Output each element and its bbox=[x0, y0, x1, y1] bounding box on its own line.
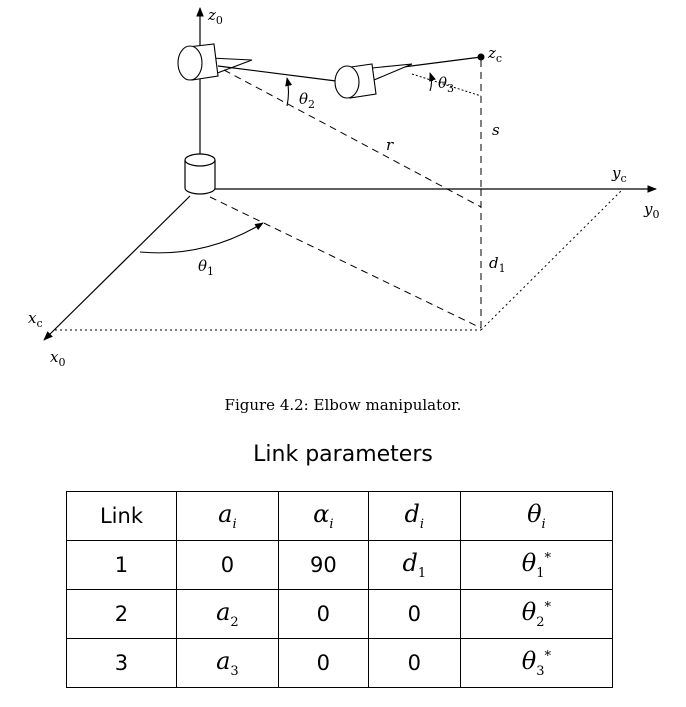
label-theta3: θ3 bbox=[438, 74, 454, 95]
row3-alpha: 0 bbox=[277, 638, 369, 688]
label-d1: d1 bbox=[489, 254, 506, 275]
shoulder-joint bbox=[177, 43, 253, 81]
label-theta1: θ1 bbox=[198, 257, 214, 278]
base-cylinder bbox=[184, 153, 216, 195]
x0-axis bbox=[43, 195, 191, 341]
label-xc: xc bbox=[28, 309, 43, 330]
label-zc: zc bbox=[487, 44, 502, 65]
row1-d: d1 bbox=[367, 540, 461, 590]
header-theta: θi bbox=[459, 491, 614, 541]
label-y0: y0 bbox=[643, 200, 659, 221]
link-parameters-table: Link ai αi di θi 1 0 90 d1 θ1* 2 a2 0 0 … bbox=[66, 491, 614, 688]
table-row: 1 0 90 d1 θ1* bbox=[66, 540, 614, 590]
table-row: 3 a3 0 0 θ3* bbox=[66, 638, 614, 688]
row1-a: 0 bbox=[175, 540, 279, 590]
theta3-arc bbox=[429, 72, 436, 92]
row2-alpha: 0 bbox=[277, 589, 369, 639]
table-title: Link parameters bbox=[253, 442, 433, 467]
header-link: Link bbox=[66, 491, 177, 541]
row3-link: 3 bbox=[66, 638, 177, 688]
figure-caption: Figure 4.2: Elbow manipulator. bbox=[224, 396, 462, 414]
label-s: s bbox=[492, 121, 500, 139]
elbow-joint bbox=[334, 63, 413, 99]
row1-theta: θ1* bbox=[459, 540, 614, 590]
label-x0: x0 bbox=[50, 348, 65, 369]
elbow-manipulator-diagram: z0 zc θ2 θ3 s r yc y0 θ1 d1 xc x0 bbox=[28, 6, 659, 369]
theta3-reference-line bbox=[411, 73, 482, 97]
row1-link: 1 bbox=[66, 540, 177, 590]
header-d: di bbox=[367, 491, 461, 541]
end-effector-point bbox=[477, 53, 485, 61]
row3-theta: θ3* bbox=[459, 638, 614, 688]
row2-theta: θ2* bbox=[459, 589, 614, 639]
row3-a: a3 bbox=[175, 638, 279, 688]
label-theta2: θ2 bbox=[299, 90, 315, 111]
theta1-arc bbox=[139, 222, 264, 254]
upper-arm bbox=[217, 65, 337, 82]
row2-link: 2 bbox=[66, 589, 177, 639]
table-row: 2 a2 0 0 θ2* bbox=[66, 589, 614, 639]
theta2-arc bbox=[285, 77, 293, 107]
base-projection-line bbox=[209, 196, 482, 329]
header-alpha: αi bbox=[277, 491, 369, 541]
row2-a: a2 bbox=[175, 589, 279, 639]
label-z0: z0 bbox=[207, 6, 223, 27]
row2-d: 0 bbox=[367, 589, 461, 639]
row1-alpha: 90 bbox=[277, 540, 369, 590]
r-line bbox=[223, 69, 482, 208]
header-a: ai bbox=[175, 491, 279, 541]
y-projection-line bbox=[480, 189, 623, 331]
label-r: r bbox=[386, 136, 394, 154]
table-header-row: Link ai αi di θi bbox=[66, 491, 614, 541]
label-yc: yc bbox=[611, 164, 627, 185]
row3-d: 0 bbox=[367, 638, 461, 688]
